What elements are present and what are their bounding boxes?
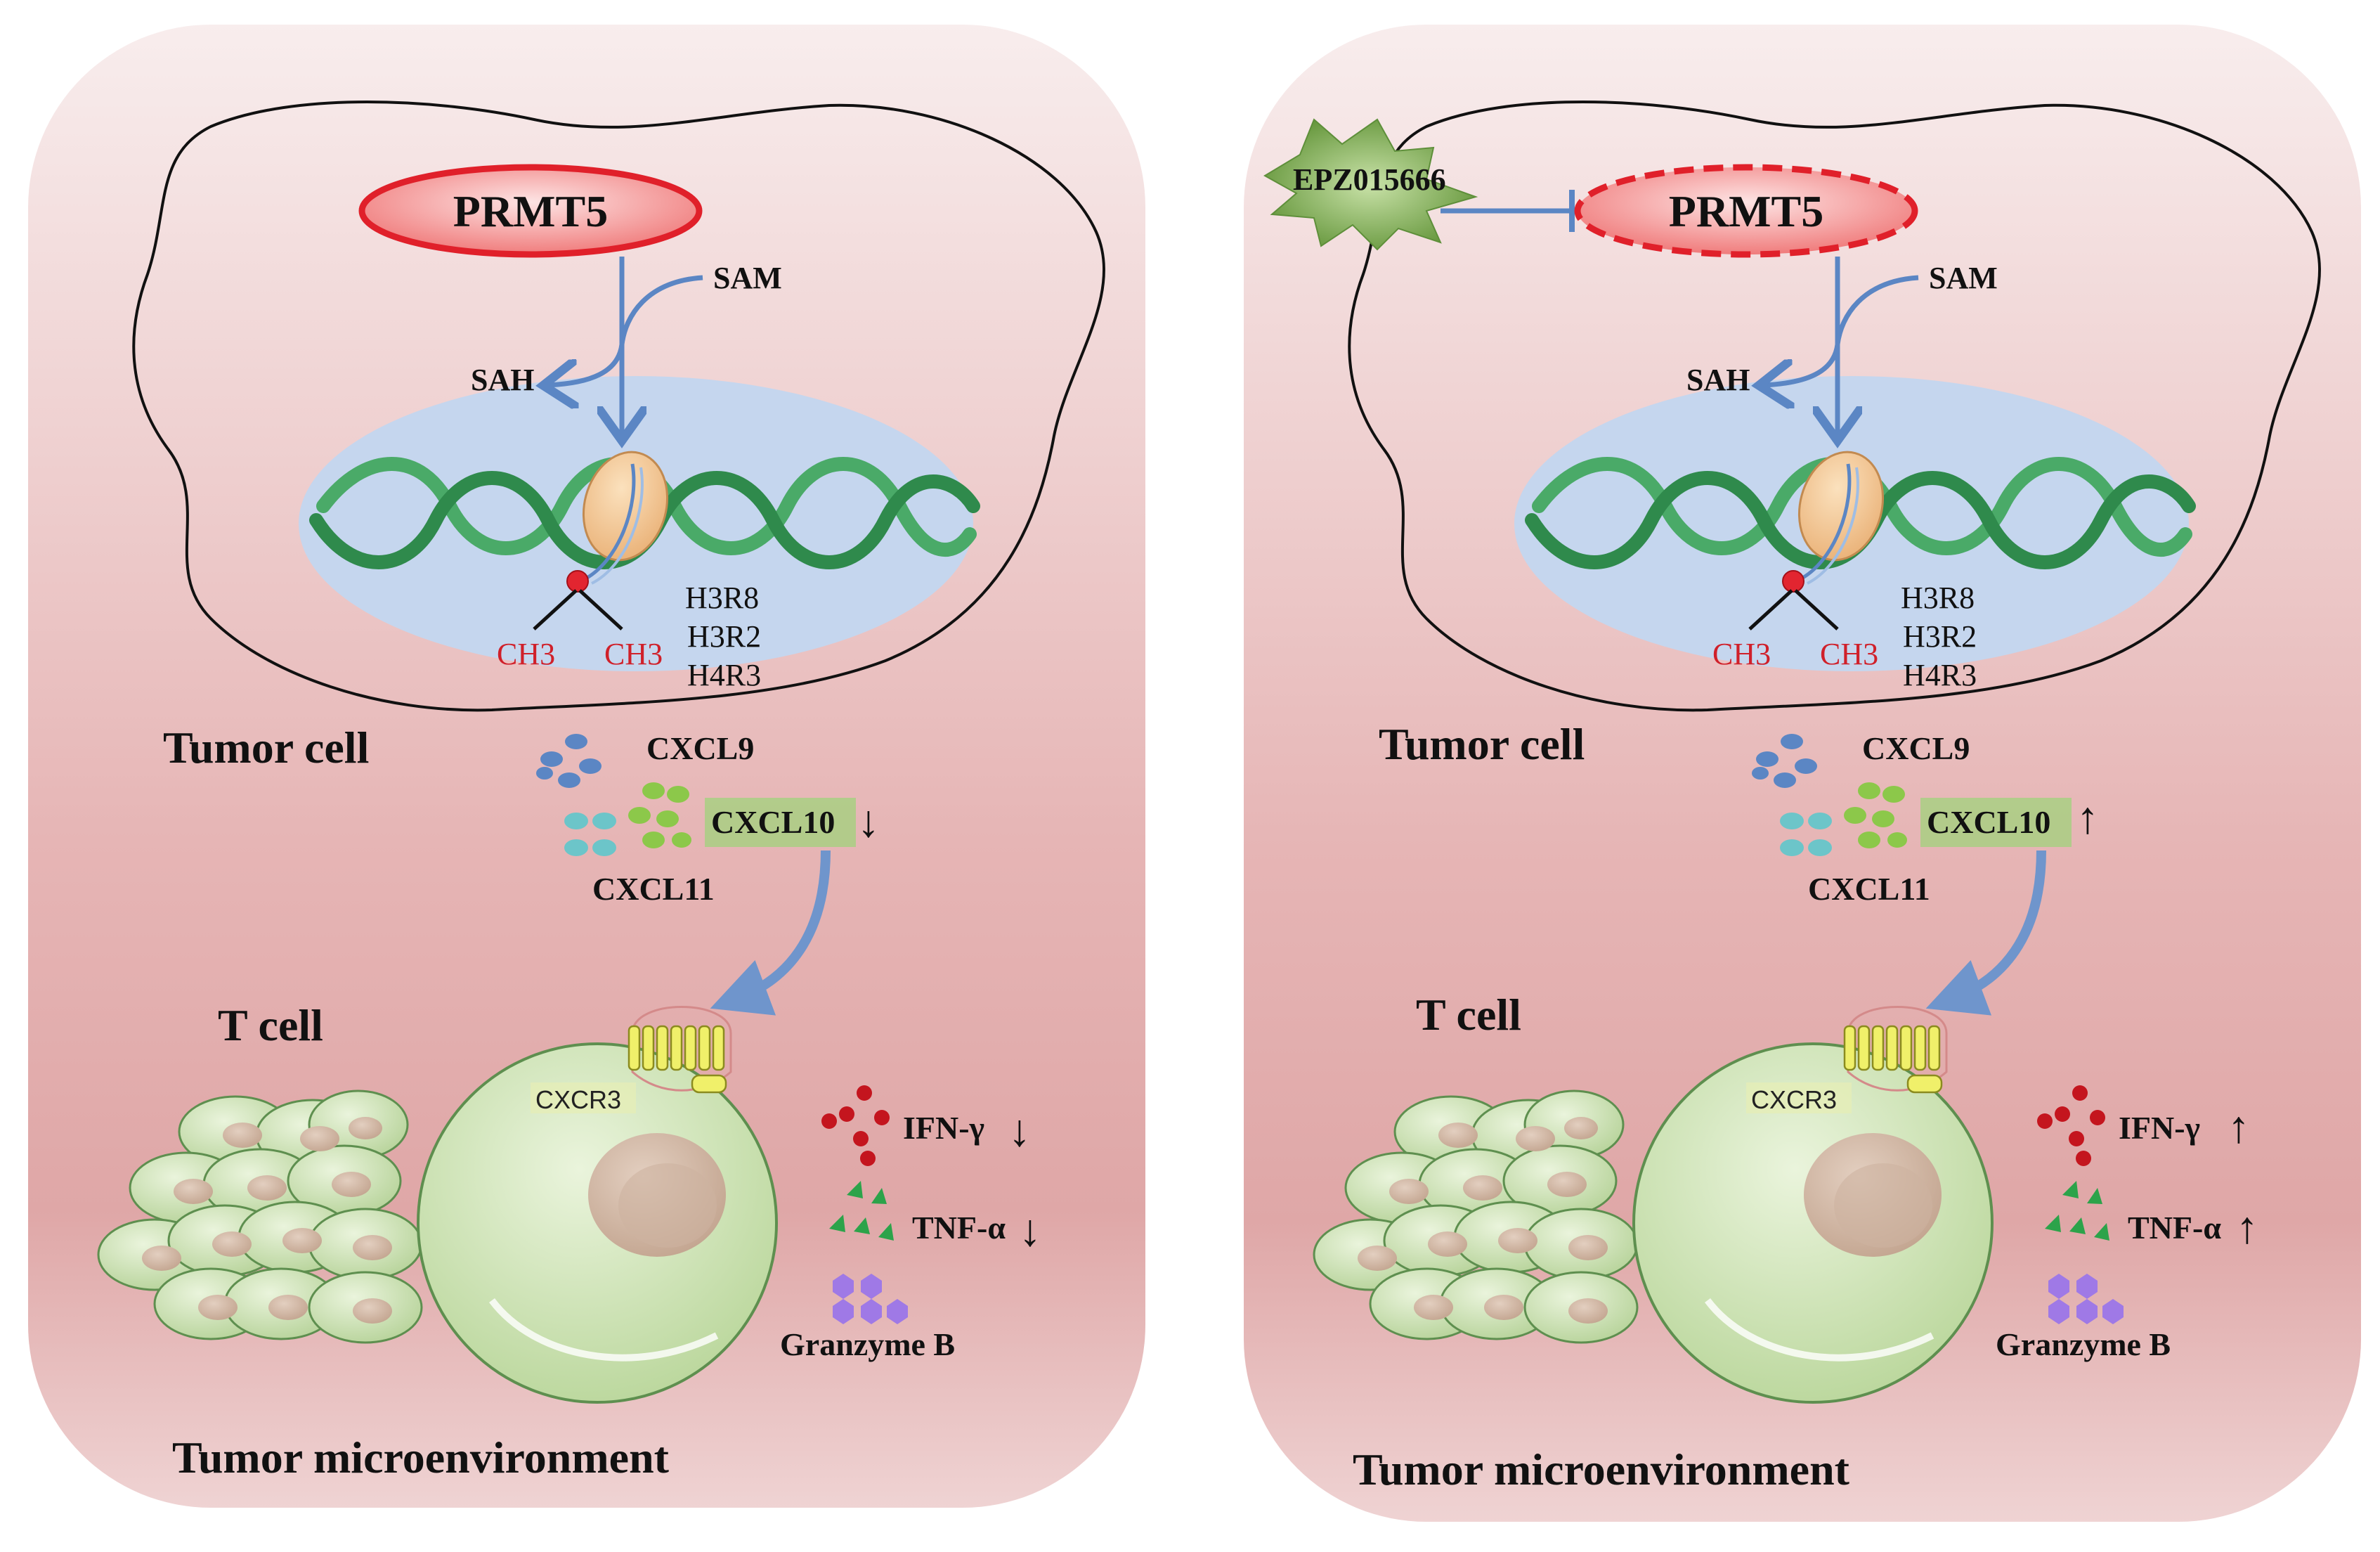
cxcl10-dots bbox=[1844, 782, 1907, 848]
cxcr3-receptor: CXCR3 bbox=[531, 1006, 732, 1114]
cxcl9-label: CXCL9 bbox=[646, 730, 754, 766]
panel-control: PRMT5 SAM SAH CH3 CH3 H3R8 H3R2 H4R3 Tum… bbox=[28, 25, 1145, 1508]
histone-mark-2: H3R2 bbox=[687, 619, 761, 654]
ifn-change-arrow: ↓ bbox=[1008, 1106, 1031, 1156]
ifn-change-arrow: ↑ bbox=[2228, 1102, 2250, 1152]
tnf-label: TNF-α bbox=[912, 1210, 1006, 1246]
histone-tail bbox=[1797, 463, 1852, 582]
ch3-right: CH3 bbox=[604, 637, 663, 671]
t-cell-label: T cell bbox=[1416, 990, 1521, 1040]
cxcl10-change-arrow: ↓ bbox=[857, 796, 880, 846]
histone bbox=[582, 451, 669, 562]
histone-mark-1: H3R8 bbox=[685, 581, 759, 615]
prmt5-enzyme bbox=[1574, 164, 1918, 258]
cxcl11-label: CXCL11 bbox=[592, 871, 715, 907]
cxcl11-dots bbox=[564, 813, 616, 856]
cxcl9-label: CXCL9 bbox=[1862, 730, 1970, 766]
sam-label: SAM bbox=[1929, 261, 1998, 295]
tumor-cell-cluster bbox=[97, 1089, 423, 1344]
ch3-right: CH3 bbox=[1820, 637, 1878, 671]
histone-mark-3: H4R3 bbox=[1903, 658, 1977, 692]
histone-mark-1: H3R8 bbox=[1901, 581, 1975, 615]
granzyme-label: Granzyme B bbox=[780, 1326, 955, 1362]
histone-mark-2: H3R2 bbox=[1903, 619, 1977, 654]
tnf-triangles bbox=[2045, 1181, 2109, 1241]
histone-tail bbox=[582, 463, 636, 582]
cxcl10-change-arrow: ↑ bbox=[2076, 793, 2099, 843]
microenv-label: Tumor microenvironment bbox=[172, 1433, 670, 1482]
tnf-triangles bbox=[829, 1181, 894, 1241]
tnf-change-arrow: ↓ bbox=[1019, 1205, 1041, 1255]
tumor-cell-label: Tumor cell bbox=[163, 723, 369, 772]
ch3-left: CH3 bbox=[497, 637, 555, 671]
prmt5-label: PRMT5 bbox=[1669, 186, 1823, 236]
histone bbox=[1797, 451, 1885, 562]
tnf-label: TNF-α bbox=[2128, 1210, 2221, 1246]
t-cell-label: T cell bbox=[218, 1000, 323, 1050]
cxcr3-label: CXCR3 bbox=[1751, 1085, 1837, 1114]
tumor-cell-cluster bbox=[1313, 1089, 1639, 1344]
granzyme-dots bbox=[833, 1274, 908, 1324]
cxcl10-dots bbox=[628, 782, 691, 848]
cxcl11-dots bbox=[1780, 813, 1832, 856]
methyl-dot bbox=[566, 570, 589, 593]
cxcr3-label: CXCR3 bbox=[535, 1085, 621, 1114]
inhibitor-burst: EPZ015666 bbox=[1263, 118, 1575, 251]
panel-treated: EPZ015666 PRMT5 SAM SAH CH3 CH3 H3R8 H3R… bbox=[1244, 25, 2361, 1522]
sam-label: SAM bbox=[713, 261, 782, 295]
sah-label: SAH bbox=[471, 363, 534, 397]
methyl-dot bbox=[1782, 570, 1804, 593]
cxcl10-label: CXCL10 bbox=[711, 804, 835, 840]
prmt5-enzyme bbox=[358, 164, 703, 258]
cxcl10-highlight bbox=[1920, 798, 2072, 847]
inhibitor-label: EPZ015666 bbox=[1293, 162, 1446, 197]
prmt5-label: PRMT5 bbox=[453, 186, 608, 236]
histone-mark-3: H4R3 bbox=[687, 658, 761, 692]
granzyme-dots bbox=[2048, 1274, 2124, 1324]
cxcl9-dots bbox=[1752, 734, 1817, 788]
ifn-label: IFN-γ bbox=[2119, 1110, 2200, 1146]
cxcl10-highlight bbox=[705, 798, 856, 847]
tnf-change-arrow: ↑ bbox=[2236, 1203, 2258, 1253]
tumor-cell-label: Tumor cell bbox=[1379, 719, 1585, 769]
granzyme-label: Granzyme B bbox=[1996, 1326, 2171, 1362]
ifn-dots bbox=[821, 1085, 890, 1166]
cxcl10-label: CXCL10 bbox=[1927, 804, 2050, 840]
cxcr3-receptor: CXCR3 bbox=[1746, 1006, 1948, 1114]
ifn-dots bbox=[2037, 1085, 2105, 1166]
ifn-label: IFN-γ bbox=[903, 1110, 984, 1146]
ch3-left: CH3 bbox=[1712, 637, 1771, 671]
tumor-cell-membrane bbox=[132, 101, 1105, 712]
tumor-cell-membrane bbox=[1348, 101, 2321, 712]
cxcl11-label: CXCL11 bbox=[1808, 871, 1930, 907]
sah-label: SAH bbox=[1686, 363, 1750, 397]
microenv-label: Tumor microenvironment bbox=[1353, 1444, 1850, 1494]
cxcl9-dots bbox=[536, 734, 601, 788]
